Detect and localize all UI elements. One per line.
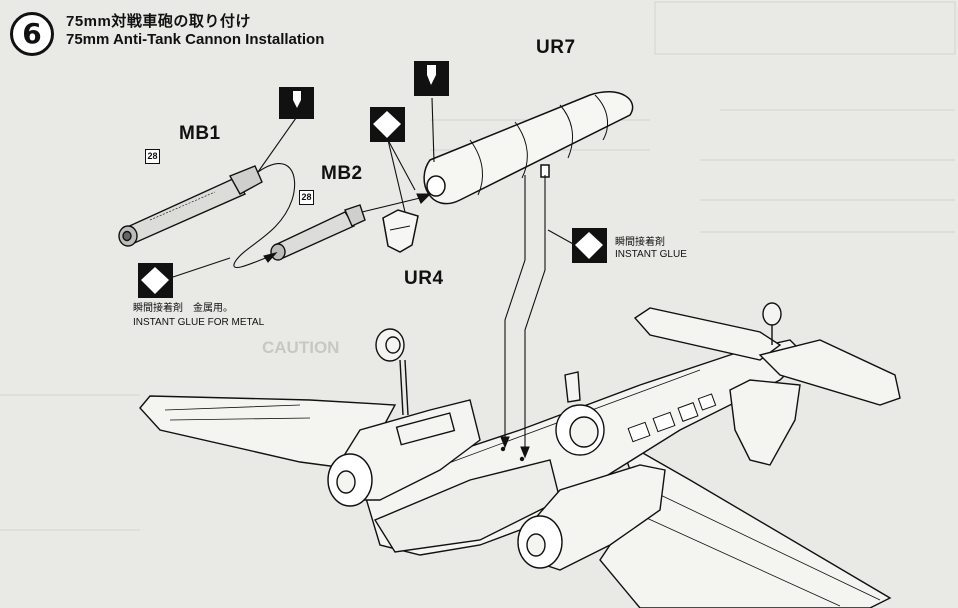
paint-color-badge-mb2: 28	[299, 190, 314, 205]
cement-tube-icon-mb1	[279, 87, 314, 119]
part-label-mb2: MB2	[321, 163, 363, 184]
glue-metal-note-jp: 瞬間接着剤 金属用。	[133, 303, 233, 314]
ur4-part	[382, 209, 419, 253]
caution-ghost-text: CAUTION	[262, 338, 340, 357]
cement-tube-icon-ur7	[414, 61, 449, 96]
mb2-part	[270, 204, 366, 261]
paint-color-badge-mb1: 28	[145, 149, 160, 164]
glue-note-jp: 瞬間接着剤	[615, 237, 665, 248]
glue-metal-note-en: INSTANT GLUE FOR METAL	[133, 317, 265, 328]
part-label-mb1: MB1	[179, 123, 221, 144]
mb1-part	[118, 165, 263, 247]
aircraft-fuselage-assembly	[139, 302, 901, 608]
part-label-ur4: UR4	[404, 268, 444, 289]
glue-diamond-icon-metal	[138, 263, 173, 298]
part-label-ur7: UR7	[536, 37, 576, 58]
assembly-lines	[169, 97, 576, 459]
ur7-part	[423, 91, 634, 205]
glue-diamond-icon-ur7	[572, 228, 607, 263]
step-number-icon: 6	[10, 12, 54, 56]
step-title-en: 75mm Anti-Tank Cannon Installation	[66, 31, 325, 48]
glue-note-en: INSTANT GLUE	[615, 249, 687, 260]
step-title-jp: 75mm対戦車砲の取り付け	[66, 13, 251, 30]
glue-diamond-icon-ur4	[370, 107, 405, 142]
